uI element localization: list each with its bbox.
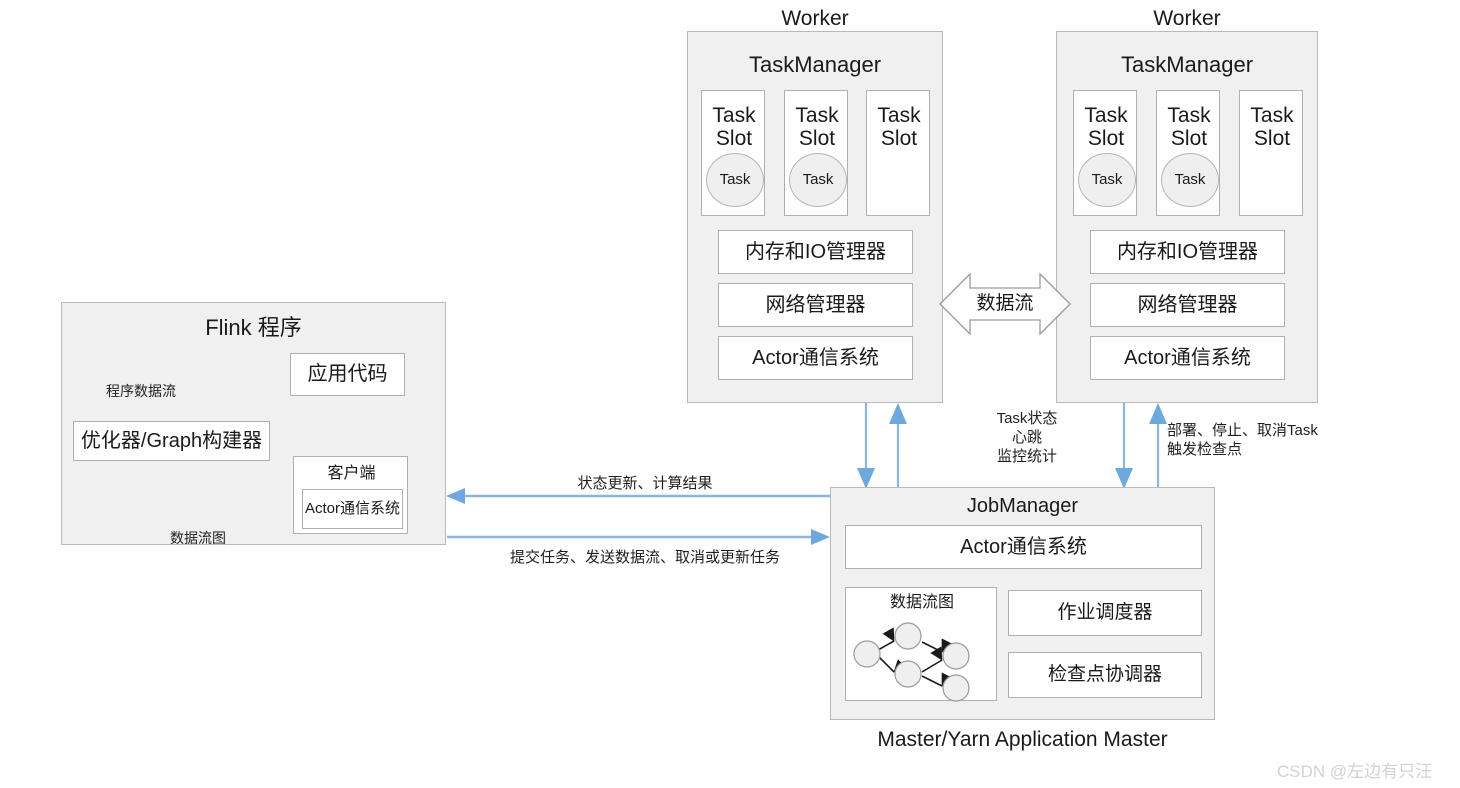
csdn-watermark: CSDN @左边有只汪 [1277, 762, 1433, 781]
taskmanager-title-right: TaskManager [1120, 51, 1254, 77]
client-actor-box[interactable]: Actor通信系统 [302, 489, 403, 529]
client-box[interactable]: 客户端 Actor通信系统 [293, 456, 408, 534]
dataflow-graph-illustration [853, 622, 970, 702]
jobmanager-dataflow-graph-box[interactable]: 数据流图 [845, 587, 997, 702]
arrow-jm-to-client [446, 488, 830, 504]
task-slot-line2: Slot [798, 127, 836, 150]
client-title: 客户端 [327, 465, 376, 483]
task-slot-line2: Slot [1253, 127, 1291, 150]
task-slot-line1: Task [877, 103, 921, 127]
task-slot-left-2[interactable]: Task Slot Task [784, 90, 848, 216]
task-slot-right-3[interactable]: Task Slot [1239, 90, 1303, 216]
task-slot-line2: Slot [1087, 127, 1125, 150]
task-slot-line2: Slot [1170, 127, 1208, 150]
taskmanager-title-left: TaskManager [748, 51, 882, 77]
edge-label-dataflow-graph: 数据流图 [170, 530, 226, 546]
task-circle[interactable]: Task [1161, 153, 1219, 207]
tm-component-network-left[interactable]: 网络管理器 [718, 283, 913, 327]
edge-label-deploy-task: 部署、停止、取消Task 触发检查点 [1167, 421, 1387, 467]
tm-component-memory-io-left[interactable]: 内存和IO管理器 [718, 230, 913, 274]
flink-program-title: Flink 程序 [205, 314, 302, 340]
master-caption: Master/Yarn Application Master [877, 728, 1168, 752]
tm-component-actor-right[interactable]: Actor通信系统 [1090, 336, 1285, 380]
task-circle[interactable]: Task [706, 153, 764, 207]
edge-label-program-dataflow: 程序数据流 [106, 383, 176, 399]
arrow-left-tm-down [857, 403, 875, 489]
dataflow-between-workers-label: 数据流 [976, 293, 1034, 315]
arrow-right-tm-down [1115, 403, 1133, 489]
double-headed-arrow-icon [939, 272, 1071, 336]
task-slot-line1: Task [1167, 103, 1211, 127]
task-slot-line1: Task [712, 103, 756, 127]
edge-label-task-status-line1: Task状态 [996, 410, 1058, 427]
task-circle[interactable]: Task [789, 153, 847, 207]
edge-label-task-status-line3: 监控统计 [996, 448, 1057, 466]
optimizer-graph-builder-box[interactable]: 优化器/Graph构建器 [73, 421, 270, 461]
task-slot-line1: Task [795, 103, 839, 127]
task-slot-label: Task Slot [702, 99, 766, 155]
edge-label-state-update: 状态更新、计算结果 [577, 474, 713, 492]
application-code-box[interactable]: 应用代码 [290, 353, 405, 396]
task-slot-line1: Task [1084, 103, 1128, 127]
arrow-client-to-jm [447, 529, 830, 545]
task-slot-right-1[interactable]: Task Slot Task [1073, 90, 1137, 216]
tm-component-actor-left[interactable]: Actor通信系统 [718, 336, 913, 380]
arrow-right-tm-up [1149, 403, 1167, 487]
worker-caption-right: Worker [1153, 7, 1221, 31]
jobmanager-actor-box[interactable]: Actor通信系统 [845, 525, 1202, 569]
task-circle[interactable]: Task [1078, 153, 1136, 207]
task-slot-line2: Slot [715, 127, 753, 150]
edge-label-task-status: Task状态 心跳 监控统计 [952, 409, 1102, 473]
jobmanager-title: JobManager [966, 494, 1079, 517]
worker-caption-left: Worker [781, 7, 849, 31]
task-slot-label: Task Slot [1240, 99, 1304, 155]
task-slot-line1: Task [1250, 103, 1294, 127]
edge-label-deploy-task-line1: 部署、停止、取消Task [1167, 422, 1318, 439]
edge-label-task-status-line2: 心跳 [1011, 429, 1042, 447]
task-slot-left-1[interactable]: Task Slot Task [701, 90, 765, 216]
task-slot-left-3[interactable]: Task Slot [866, 90, 930, 216]
dataflow-graph-title: 数据流图 [889, 594, 954, 612]
task-slot-line2: Slot [880, 127, 918, 150]
checkpoint-coordinator-box[interactable]: 检查点协调器 [1008, 652, 1202, 698]
tm-component-memory-io-right[interactable]: 内存和IO管理器 [1090, 230, 1285, 274]
job-scheduler-box[interactable]: 作业调度器 [1008, 590, 1202, 636]
task-slot-label: Task Slot [1074, 99, 1138, 155]
edge-label-submit-job: 提交任务、发送数据流、取消或更新任务 [509, 548, 780, 566]
task-slot-label: Task Slot [1157, 99, 1221, 155]
task-slot-label: Task Slot [785, 99, 849, 155]
arrow-left-tm-up [889, 403, 907, 487]
task-slot-right-2[interactable]: Task Slot Task [1156, 90, 1220, 216]
edge-label-deploy-task-line2: 触发检查点 [1167, 441, 1243, 459]
tm-component-network-right[interactable]: 网络管理器 [1090, 283, 1285, 327]
task-slot-label: Task Slot [867, 99, 931, 155]
